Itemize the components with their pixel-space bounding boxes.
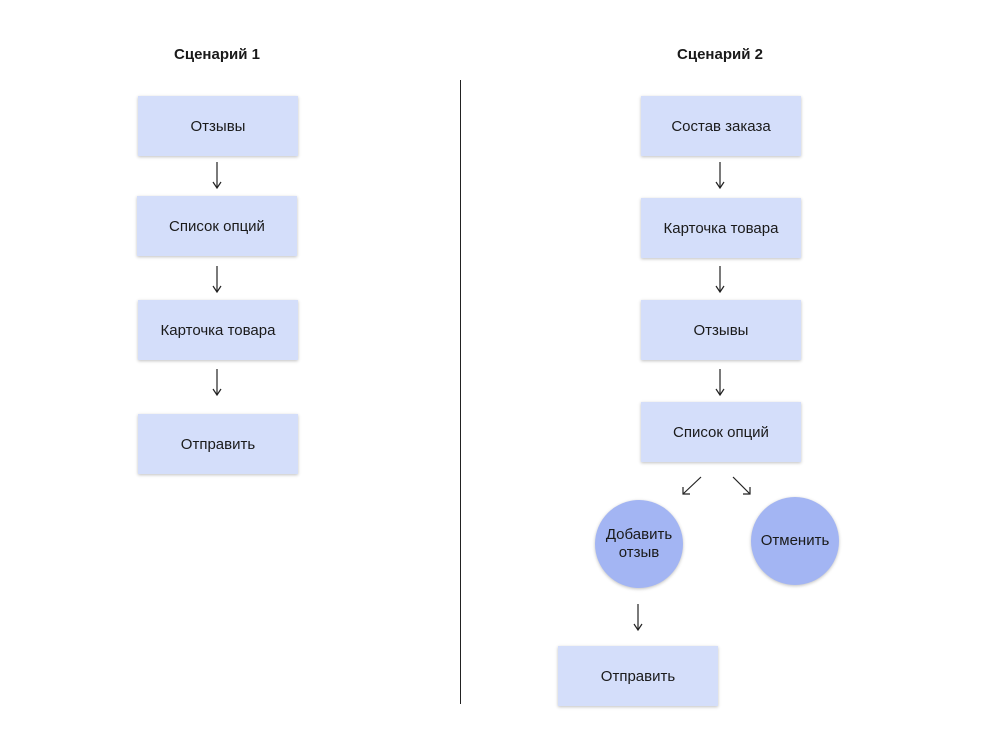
s2-arrow-right-diag-head [743, 487, 751, 495]
s1-step-reviews: Отзывы [138, 96, 298, 156]
s1-arrow-2-head [212, 285, 222, 294]
s2-branch-add-review: Добавить отзыв [595, 500, 683, 588]
s2-arrow-final-head [633, 623, 643, 632]
scenario-1-title: Сценарий 1 [174, 46, 260, 63]
s2-step-submit: Отправить [558, 646, 718, 706]
s2-branch-cancel: Отменить [751, 497, 839, 585]
s2-step-order-contents: Состав заказа [641, 96, 801, 156]
s2-step-reviews: Отзывы [641, 300, 801, 360]
s2-step-options-list: Список опций [641, 402, 801, 462]
s1-step-product-card: Карточка товара [138, 300, 298, 360]
s2-arrow-right-diag [732, 476, 751, 495]
scenario-divider [460, 80, 461, 704]
s2-branch-add-review-label: Добавить отзыв [605, 526, 673, 561]
s2-arrow-2-head [715, 285, 725, 294]
s2-arrow-left-diag [682, 476, 702, 495]
s2-arrow-1-head [715, 181, 725, 190]
s1-arrow-3-head [212, 388, 222, 397]
s2-step-product-card: Карточка товара [641, 198, 801, 258]
s1-arrow-1-head [212, 181, 222, 190]
s2-branch-cancel-label: Отменить [760, 532, 830, 549]
s2-arrow-left-diag-head [682, 487, 690, 495]
s1-step-options-list: Список опций [137, 196, 297, 256]
s2-arrow-3-head [715, 388, 725, 397]
s1-step-submit: Отправить [138, 414, 298, 474]
scenario-2-title: Сценарий 2 [677, 46, 763, 63]
